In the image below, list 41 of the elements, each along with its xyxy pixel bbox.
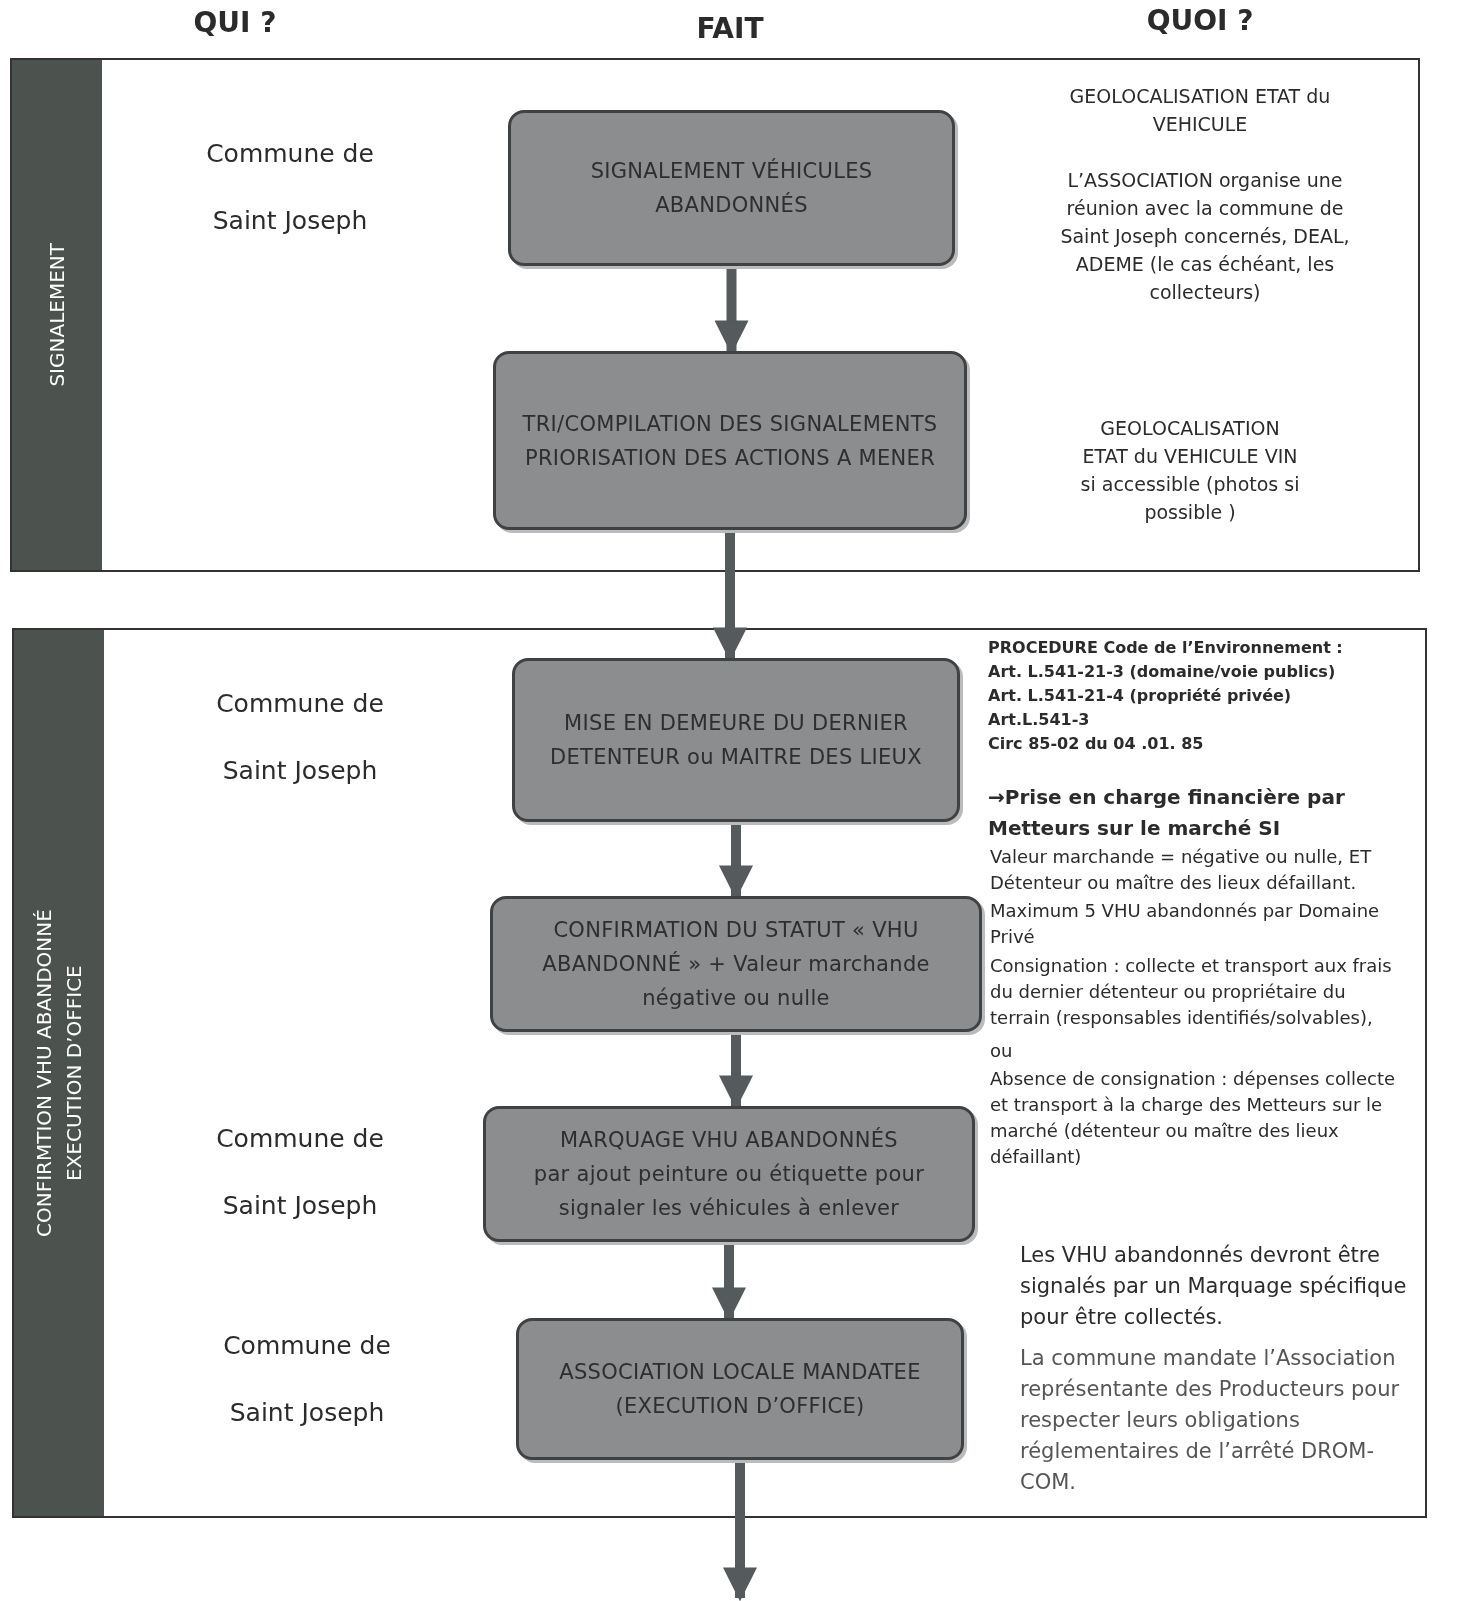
box-text: par ajout peinture ou étiquette pour signaler les véhicules à enlever bbox=[532, 1161, 926, 1222]
process-box bbox=[483, 1106, 975, 1242]
actor-label: Commune de Saint Joseph bbox=[215, 688, 385, 787]
box-title: ASSOCIATION LOCALE MANDATEE (EXECUTION D’OFFICE) bbox=[558, 1359, 922, 1420]
note-text: Maximum 5 VHU abandonnés par Domaine Privé bbox=[990, 899, 1381, 949]
arrow bbox=[723, 1460, 757, 1601]
actor-label: Commune de Saint Joseph bbox=[215, 1123, 385, 1222]
process-box bbox=[490, 896, 982, 1032]
process-box bbox=[508, 110, 955, 266]
box-title: SIGNALEMENT VÉHICULES ABANDONNÉS bbox=[589, 157, 874, 219]
note-text: GEOLOCALISATION ETAT du VEHICULE bbox=[1068, 84, 1332, 137]
column-header: QUI ? bbox=[192, 5, 278, 41]
box-title: MARQUAGE VHU ABANDONNÉS bbox=[560, 1126, 898, 1154]
note-text: Absence de consignation : dépenses collecte et transport à la charge des Metteurs sur le marché (détenteur ou maître des lieux défaillant) bbox=[990, 1067, 1397, 1169]
note-text: Valeur marchande = négative ou nulle, ET Détenteur ou maître des lieux défaillant. bbox=[990, 845, 1373, 895]
swimlane-panel bbox=[10, 58, 1420, 572]
box-title: MISE EN DEMEURE DU DERNIER DETENTEUR ou MAITRE DES LIEUX bbox=[549, 710, 923, 771]
note-text: Art. L.541-21-3 (domaine/voie publics) bbox=[988, 661, 1337, 683]
note-text: PROCEDURE Code de l’Environnement : bbox=[988, 637, 1344, 659]
process-box bbox=[493, 351, 967, 530]
note-text: L’ASSOCIATION organise une réunion avec la commune de Saint Joseph concernés, DEAL, ADEME (le cas échéant, les collecteurs) bbox=[1059, 168, 1351, 305]
note-text: →Prise en charge financière par Metteurs sur le marché SI bbox=[988, 784, 1346, 842]
lane-title: CONFIRMTION VHU ABANDONNÉ EXECUTION D’OFFICE bbox=[31, 908, 87, 1239]
note-text: Circ 85-02 du 04 .01. 85 bbox=[988, 733, 1205, 755]
column-header: FAIT bbox=[695, 11, 765, 47]
note-text: Les VHU abandonnés devront être signalés par un Marquage spécifique pour être collectés. bbox=[1020, 1242, 1408, 1331]
actor-label: Commune de Saint Joseph bbox=[205, 138, 375, 237]
swimlane-panel bbox=[12, 628, 1427, 1518]
process-box bbox=[516, 1318, 964, 1460]
process-box bbox=[512, 658, 960, 822]
actor-label: Commune de Saint Joseph bbox=[222, 1330, 392, 1429]
box-title: CONFIRMATION DU STATUT « VHU ABANDONNÉ » + Valeur marchande négative ou nulle bbox=[541, 917, 931, 1012]
note-text: GEOLOCALISATION ETAT du VEHICULE VIN si accessible (photos si possible ) bbox=[1080, 416, 1300, 525]
note-text: La commune mandate l’Association représentante des Producteurs pour respecter leurs obligations réglementaires de l’arrêté DROM-COM. bbox=[1020, 1345, 1401, 1496]
note-text: Art.L.541-3 bbox=[988, 709, 1091, 731]
lane-title: SIGNALEMENT bbox=[44, 243, 70, 387]
box-title: TRI/COMPILATION DES SIGNALEMENTS PRIORISATION DES ACTIONS A MENER bbox=[521, 410, 939, 472]
note-text: Consignation : collecte et transport aux frais du dernier détenteur ou propriétaire du terrain (responsables identifiés/solvables), bbox=[990, 954, 1393, 1030]
note-text: ou bbox=[990, 1039, 1014, 1063]
column-header: QUOI ? bbox=[1145, 3, 1255, 39]
note-text: Art. L.541-21-4 (propriété privée) bbox=[988, 685, 1293, 707]
